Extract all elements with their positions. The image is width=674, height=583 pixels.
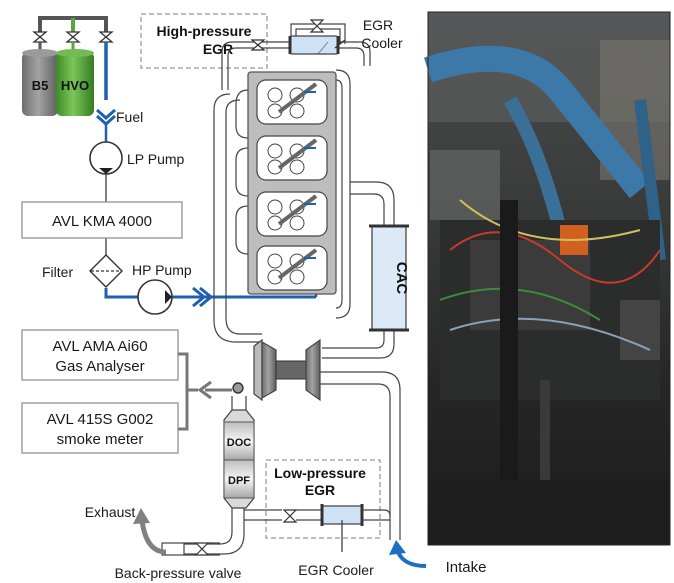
exhaust-line: Exhaust Back-pressure valve [85,504,245,581]
hp-egr-label-line2: EGR [203,41,233,57]
back-pressure-valve-icon [194,542,210,556]
kma-flowmeter: AVL KMA 4000 [21,201,183,239]
fuel-tank-manifold [32,16,114,100]
hp-egr-label-line1: High-pressure [157,23,252,39]
intake-arrow-icon [389,540,406,555]
filter-label: Filter [42,264,73,280]
flow-chevron-icon [96,108,116,121]
hp-egr-cooler [289,35,339,55]
cac-label: CAC [393,262,410,295]
b5-tank-label: B5 [32,78,49,93]
ama-gas-analyser: AVL AMA Ai60 Gas Analyser [21,329,179,381]
cylinder-4 [256,245,328,291]
compressor [305,338,321,402]
turbine [261,340,277,400]
lp-egr-piping: EGR Cooler [244,504,391,578]
hp-egr-box: High-pressure EGR [140,13,268,69]
flow-chevron-icon [192,286,207,308]
hvo-tank: HVO [56,49,94,116]
sample-lines [178,352,244,431]
engine-block [247,71,337,295]
dpf [223,459,255,499]
cylinder-2 [256,135,328,181]
aftertreatment: DOC DPF [223,409,255,509]
doc [223,421,255,461]
lp-egr-cooler-label: EGR Cooler [298,562,374,578]
lp-egr-box: Low-pressure EGR [265,459,381,539]
smoke-label-line1: AVL 415S G002 [47,411,154,428]
cylinder-1 [256,79,328,125]
intake-exhaust-manifolds [213,69,395,359]
lp-egr-label-line2: EGR [305,482,335,498]
hp-egr-piping: EGR Cooler [221,17,403,90]
hvo-tank-label: HVO [61,78,89,93]
smoke-label-line2: smoke meter [57,431,144,448]
sample-point-icon [232,382,244,394]
smoke-meter: AVL 415S G002 smoke meter [21,402,179,454]
valve-icon [32,31,48,43]
exhaust-label: Exhaust [85,504,136,520]
hp-egr-cooler-label-line2: Cooler [361,35,403,51]
lp-pump: LP Pump [89,141,185,175]
ama-label-line1: AVL AMA Ai60 [52,338,147,355]
test-cell-photo [423,11,671,546]
kma-label: AVL KMA 4000 [52,213,152,230]
ama-label-line2: Gas Analyser [55,358,144,375]
back-pressure-valve-label: Back-pressure valve [115,565,242,581]
intake-arrow: Intake [389,540,486,576]
lp-pump-label: LP Pump [127,151,185,167]
fuel-label: Fuel [116,109,143,125]
doc-label: DOC [227,437,252,449]
b5-tank: B5 [22,49,58,116]
valve-icon [282,509,298,523]
charge-air-cooler: CAC [369,224,410,332]
flow-chevron-icon [197,380,212,400]
intake-label: Intake [446,559,487,576]
cylinder-3 [256,191,328,237]
lp-egr-label-line1: Low-pressure [274,465,366,481]
exhaust-arrow-icon [133,508,150,524]
hp-pump-label: HP Pump [132,262,192,278]
flow-chevron-icon [199,286,214,308]
fuel-filter: Filter [42,254,123,288]
dpf-label: DPF [228,475,250,487]
valve-icon [65,31,81,43]
hp-pump: HP Pump [132,262,192,315]
valve-icon [98,31,114,43]
valve-icon [250,39,266,51]
valve-icon [309,19,325,33]
turbocharger [231,338,401,540]
hp-egr-cooler-label-line1: EGR [363,17,393,33]
